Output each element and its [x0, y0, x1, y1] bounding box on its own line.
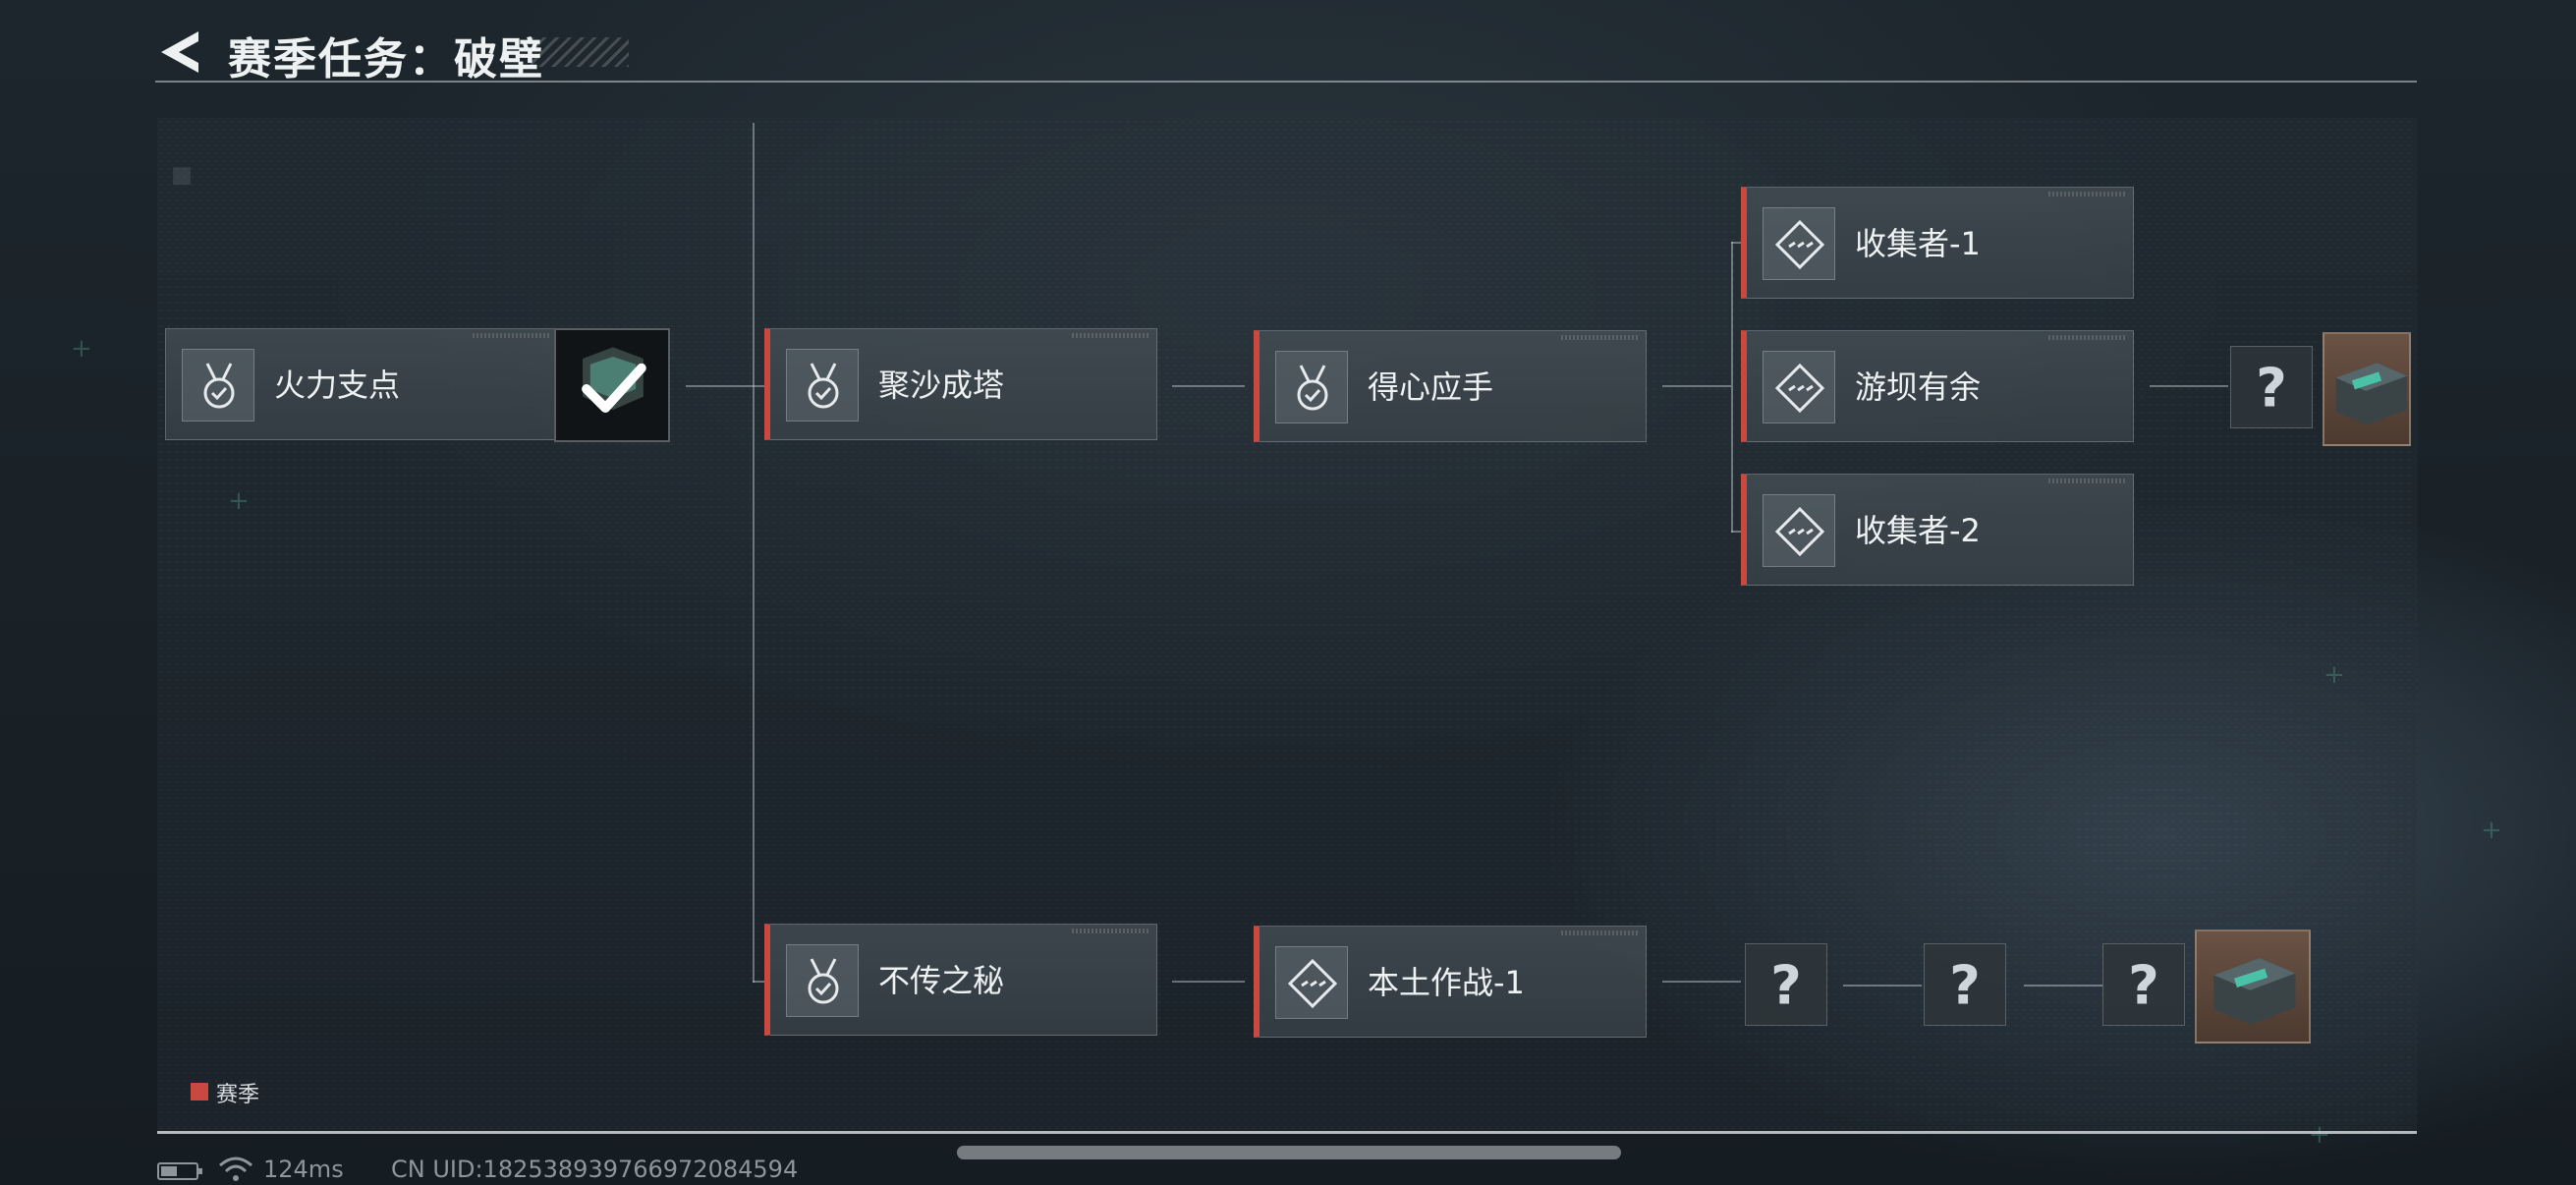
crate-icon	[2213, 958, 2296, 1025]
reward-crate[interactable]	[2323, 332, 2411, 446]
back-button[interactable]	[155, 28, 204, 77]
connector-line	[2150, 385, 2228, 387]
connector-line	[1662, 981, 1741, 983]
reward-locked[interactable]: ?	[1745, 943, 1827, 1026]
card-decoration	[1561, 335, 1640, 340]
legend-swatch	[191, 1083, 208, 1100]
connector-line	[1662, 385, 1731, 387]
card-decoration	[2048, 192, 2127, 197]
checkmark-icon	[582, 347, 646, 413]
page-title: 赛季任务：破壁	[228, 34, 544, 85]
connector-line	[1731, 531, 1741, 533]
uid-text: CN UID:1825389397669720845​94	[391, 1156, 799, 1183]
svg-text:?: ?	[1770, 954, 1802, 1017]
task-card[interactable]: 收集者-1	[1741, 187, 2134, 299]
crate-icon	[2335, 363, 2408, 425]
legend-label: 赛季	[216, 1083, 260, 1107]
svg-text:?: ?	[2256, 357, 2287, 420]
header: 赛季任务：破壁	[0, 0, 2576, 88]
task-label: 收集者-2	[1855, 512, 1981, 549]
background-decoration: +	[2481, 816, 2502, 845]
battery-icon	[157, 1162, 202, 1180]
task-card[interactable]: 聚沙成塔	[764, 328, 1157, 440]
medal-check-icon	[182, 349, 254, 422]
card-decoration	[1561, 931, 1640, 935]
header-divider	[155, 81, 2417, 83]
task-card[interactable]: 得心应手	[1254, 330, 1647, 442]
medal-check-icon	[786, 349, 859, 422]
medal-check-icon	[1275, 351, 1348, 423]
diamond-task-icon	[1275, 946, 1348, 1019]
card-decoration	[2048, 479, 2127, 483]
diamond-task-icon	[1763, 351, 1835, 423]
connector-line	[1172, 981, 1245, 983]
background-decoration: +	[228, 486, 250, 516]
connector-line	[1843, 985, 1922, 987]
background-decoration: +	[71, 334, 92, 364]
connector-line	[1731, 242, 1741, 244]
diamond-task-icon	[1763, 494, 1835, 567]
title-decoration	[531, 37, 629, 67]
card-decoration	[1072, 333, 1150, 338]
reward-locked[interactable]: ?	[2230, 346, 2313, 428]
bottom-divider	[157, 1131, 2417, 1134]
card-decoration	[2048, 335, 2127, 340]
svg-text:?: ?	[2128, 954, 2159, 1017]
task-label: 收集者-1	[1855, 225, 1981, 262]
reward-claimed[interactable]	[554, 328, 670, 442]
task-label: 聚沙成塔	[878, 367, 1005, 404]
question-mark-icon: ?	[1949, 954, 1981, 1017]
svg-text:?: ?	[1949, 954, 1981, 1017]
question-mark-icon: ?	[2128, 954, 2159, 1017]
task-card[interactable]: 本土作战-1	[1254, 926, 1647, 1038]
scroll-bar[interactable]	[957, 1146, 1621, 1159]
task-label: 不传之秘	[878, 962, 1005, 999]
task-label: 本土作战-1	[1368, 964, 1525, 1001]
task-card[interactable]: 收集者-2	[1741, 474, 2134, 586]
reward-crate[interactable]	[2195, 930, 2311, 1044]
background-decoration: +	[2324, 660, 2345, 690]
task-card[interactable]: 火力支点	[165, 328, 558, 440]
reward-locked[interactable]: ?	[1924, 943, 2006, 1026]
back-arrow-icon	[161, 31, 198, 73]
task-label: 得心应手	[1368, 368, 1494, 406]
card-decoration	[1072, 929, 1150, 933]
connector-line	[753, 385, 764, 387]
background-decoration: +	[2309, 1120, 2330, 1150]
task-label: 火力支点	[274, 367, 401, 404]
ping-text: 124ms	[263, 1156, 344, 1183]
connector-line	[1731, 242, 1733, 533]
connector-line	[2024, 985, 2102, 987]
reward-locked[interactable]: ?	[2102, 943, 2185, 1026]
medal-check-icon	[786, 944, 859, 1017]
task-label: 游坝有余	[1855, 368, 1982, 406]
wifi-icon	[219, 1157, 252, 1181]
task-card[interactable]: 不传之秘	[764, 924, 1157, 1036]
diamond-task-icon	[1763, 207, 1835, 280]
connector-line	[1172, 385, 1245, 387]
task-card[interactable]: 游坝有余	[1741, 330, 2134, 442]
question-mark-icon: ?	[2256, 357, 2287, 420]
card-decoration	[473, 333, 551, 338]
connector-line	[686, 385, 753, 387]
question-mark-icon: ?	[1770, 954, 1802, 1017]
background-decoration: ■	[173, 157, 205, 192]
connector-line	[753, 981, 764, 983]
connector-line	[753, 123, 755, 983]
